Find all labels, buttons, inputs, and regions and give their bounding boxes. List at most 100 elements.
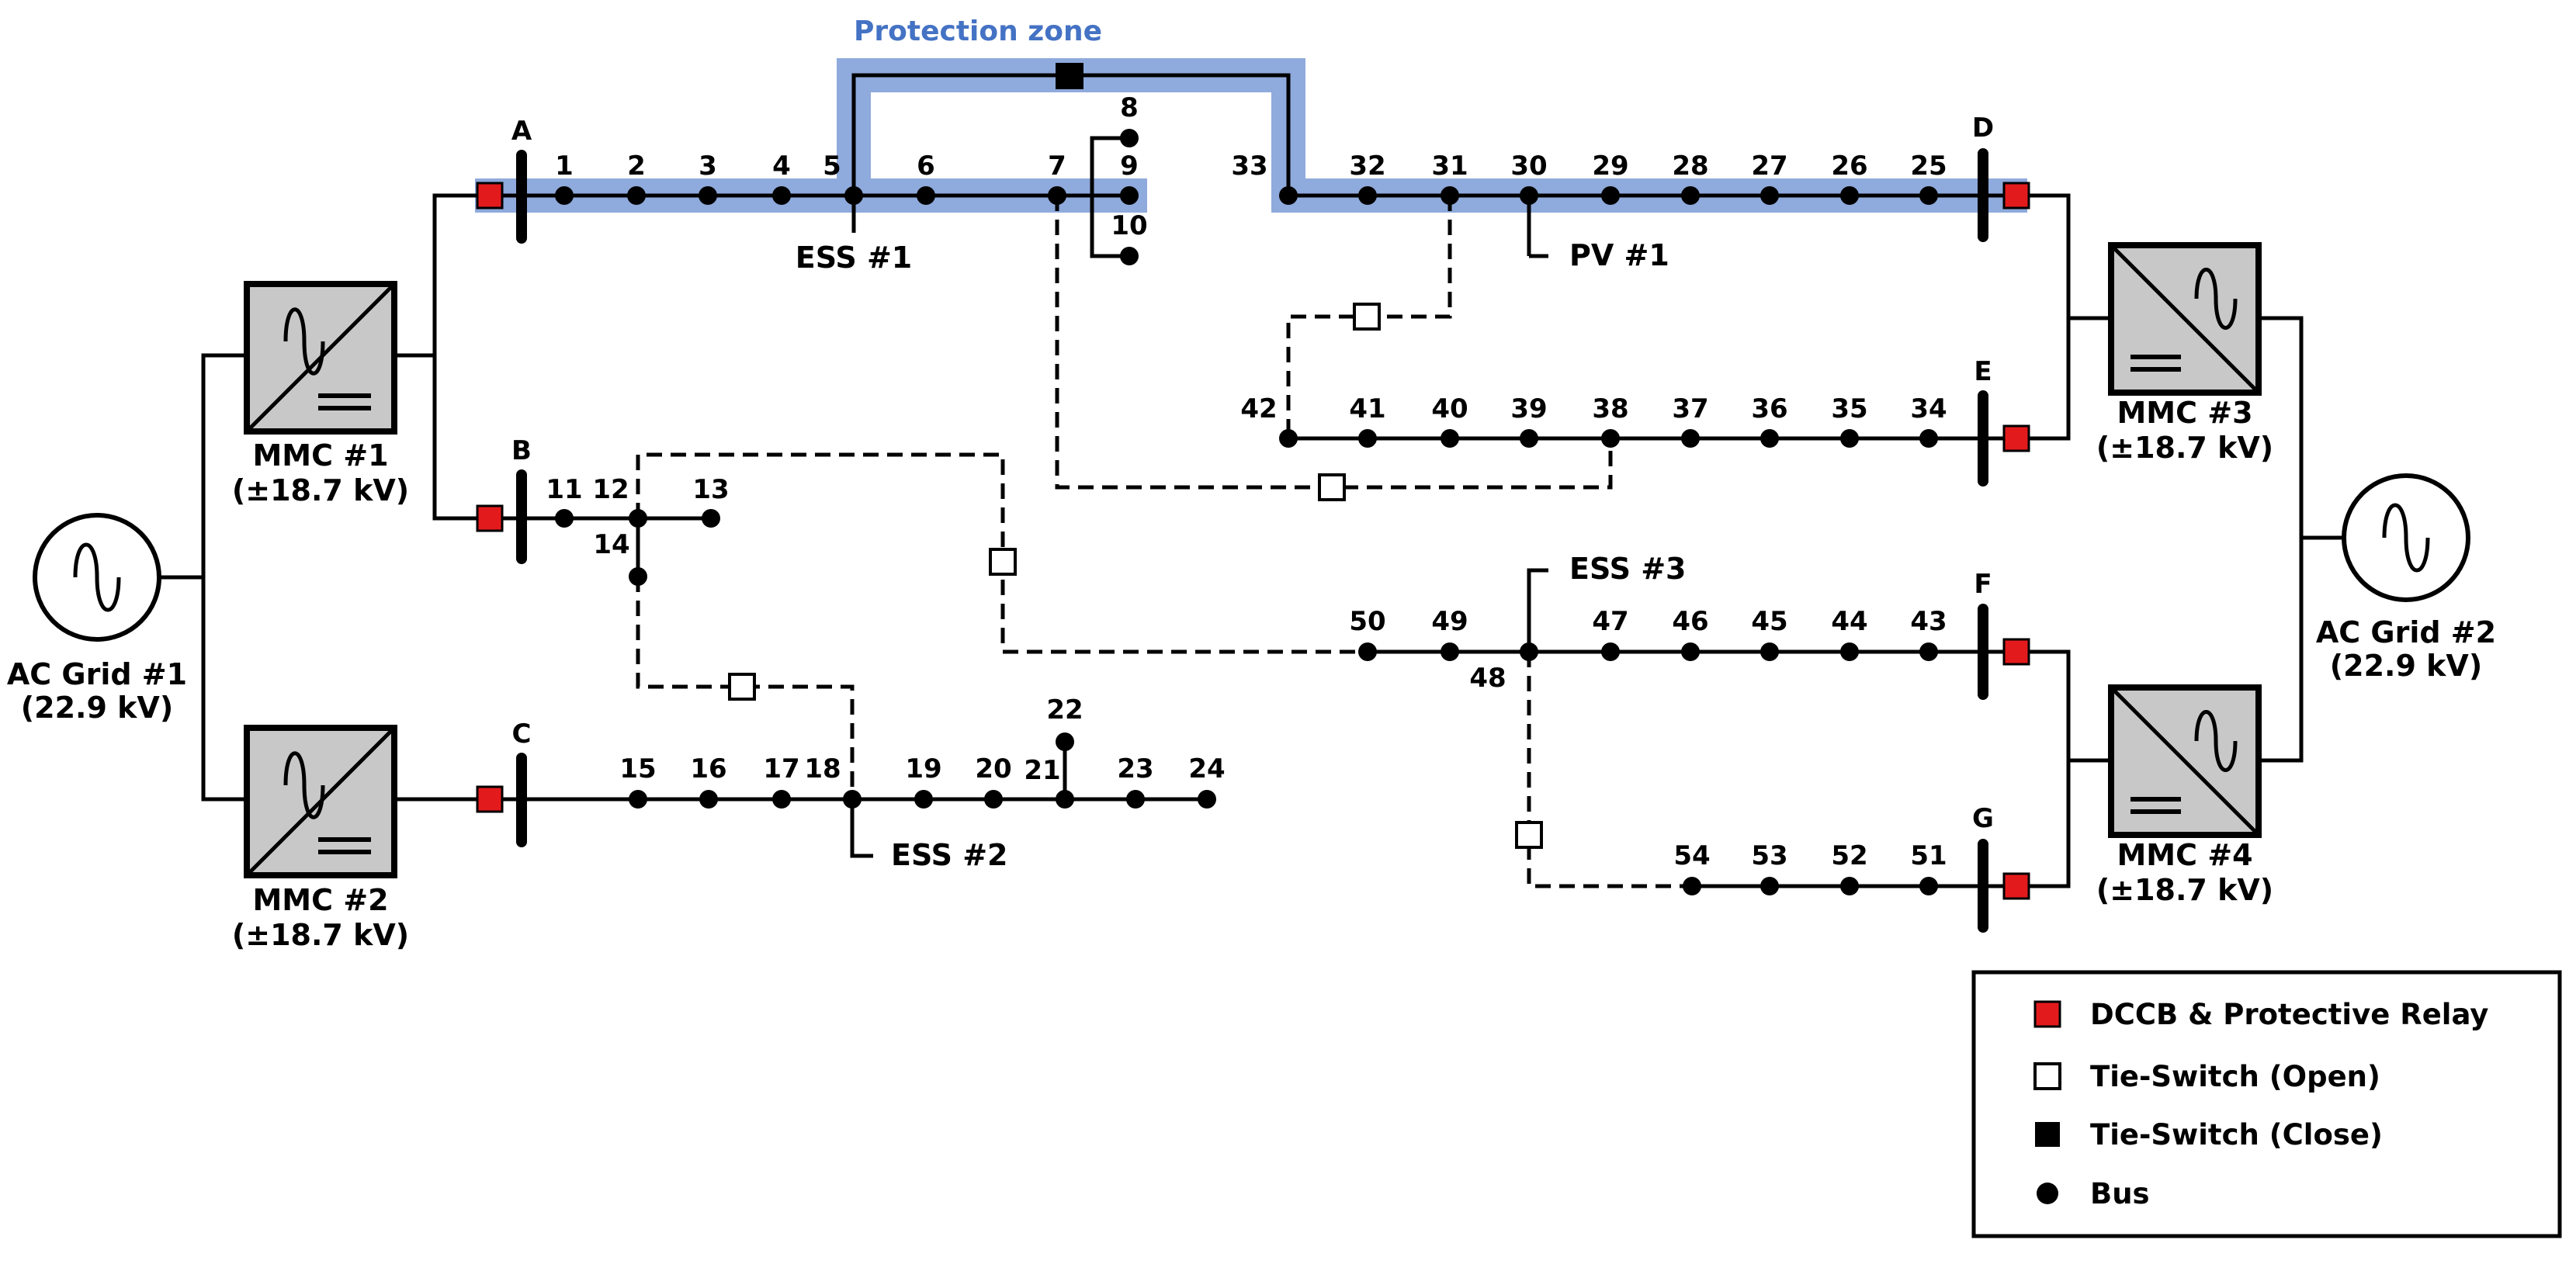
svg-text:10: 10 xyxy=(1111,210,1147,241)
svg-text:39: 39 xyxy=(1510,393,1547,424)
svg-text:16: 16 xyxy=(690,753,726,784)
legend-tie-close: Tie-Switch (Close) xyxy=(2090,1118,2383,1151)
mmc-3-rating: (±18.7 kV) xyxy=(2096,431,2273,465)
mmc-1-name: MMC #1 xyxy=(252,438,388,473)
svg-text:36: 36 xyxy=(1751,393,1787,424)
svg-text:42: 42 xyxy=(1240,393,1277,424)
svg-text:31: 31 xyxy=(1431,151,1468,182)
svg-text:41: 41 xyxy=(1349,393,1385,424)
svg-text:5: 5 xyxy=(823,151,841,182)
svg-text:53: 53 xyxy=(1751,840,1787,871)
ac-grid-2-voltage: (22.9 kV) xyxy=(2330,649,2482,683)
protection-zone-label: Protection zone xyxy=(854,16,1102,47)
svg-text:A: A xyxy=(511,116,532,147)
feeder-labels: A B C D E F G xyxy=(511,113,1994,834)
svg-text:12: 12 xyxy=(592,474,629,505)
tie-switch-open-icon xyxy=(2033,1062,2061,1090)
tie-switch-closed xyxy=(1056,63,1083,89)
mmc-4 xyxy=(2108,684,2262,838)
svg-text:47: 47 xyxy=(1592,606,1628,637)
svg-text:4: 4 xyxy=(772,151,791,182)
svg-text:32: 32 xyxy=(1349,151,1385,182)
svg-text:25: 25 xyxy=(1910,151,1947,182)
dccb-icon xyxy=(2002,182,2030,210)
svg-text:38: 38 xyxy=(1592,393,1628,424)
bus-icon xyxy=(2037,1183,2058,1204)
sine-wave-icon xyxy=(73,542,121,612)
dccbs xyxy=(476,182,2030,900)
mmc-2 xyxy=(244,725,397,878)
legend-box xyxy=(1971,970,2562,1238)
tie-switch-open xyxy=(728,673,756,701)
svg-text:33: 33 xyxy=(1231,151,1267,182)
svg-text:22: 22 xyxy=(1046,694,1083,726)
svg-text:6: 6 xyxy=(917,151,935,182)
svg-text:28: 28 xyxy=(1672,151,1708,182)
svg-text:44: 44 xyxy=(1831,606,1867,637)
dccb-icon xyxy=(2002,638,2030,666)
svg-text:49: 49 xyxy=(1431,606,1468,637)
svg-text:D: D xyxy=(1972,113,1994,144)
tie-switch-open xyxy=(1515,821,1543,849)
svg-text:29: 29 xyxy=(1592,151,1628,182)
ac-grid-1-name: AC Grid #1 xyxy=(7,657,187,691)
svg-text:35: 35 xyxy=(1831,393,1867,424)
svg-text:48: 48 xyxy=(1469,663,1506,694)
legend-tie-open: Tie-Switch (Open) xyxy=(2090,1060,2380,1093)
svg-text:15: 15 xyxy=(619,753,656,784)
svg-text:54: 54 xyxy=(1673,840,1710,871)
svg-text:19: 19 xyxy=(905,753,941,784)
svg-text:52: 52 xyxy=(1831,840,1867,871)
bus-dots xyxy=(555,129,1938,895)
svg-text:20: 20 xyxy=(975,753,1011,784)
ess-1-label: ESS #1 xyxy=(796,241,913,275)
feeder-bus-bars xyxy=(516,148,1988,933)
svg-text:G: G xyxy=(1972,803,1994,834)
ac-grid-2-name: AC Grid #2 xyxy=(2316,615,2496,649)
svg-text:3: 3 xyxy=(699,151,717,182)
dccb-icon xyxy=(2033,1000,2061,1028)
mmc-3 xyxy=(2108,242,2262,396)
ess-2-label: ESS #2 xyxy=(891,838,1008,872)
mmc-1 xyxy=(244,281,397,435)
dccb-icon xyxy=(476,504,504,532)
ac-grid-1 xyxy=(33,513,161,642)
svg-text:46: 46 xyxy=(1672,606,1708,637)
svg-text:34: 34 xyxy=(1910,393,1947,424)
tie-switch-open xyxy=(1353,303,1381,331)
svg-text:21: 21 xyxy=(1024,755,1060,786)
mmc-3-name: MMC #3 xyxy=(2117,396,2252,430)
mmc-2-name: MMC #2 xyxy=(252,883,388,917)
svg-text:F: F xyxy=(1974,569,1992,600)
svg-text:45: 45 xyxy=(1751,606,1787,637)
svg-text:11: 11 xyxy=(546,474,582,505)
svg-text:14: 14 xyxy=(593,529,629,560)
tie-switch-open xyxy=(1318,473,1346,501)
ac-grid-1-voltage: (22.9 kV) xyxy=(21,691,173,725)
svg-text:E: E xyxy=(1974,356,1992,387)
svg-text:40: 40 xyxy=(1431,393,1468,424)
svg-text:23: 23 xyxy=(1117,753,1153,784)
dccb-icon xyxy=(2002,872,2030,900)
svg-text:B: B xyxy=(511,435,532,466)
svg-text:13: 13 xyxy=(692,474,729,505)
svg-text:9: 9 xyxy=(1120,151,1139,182)
ac-grid-2 xyxy=(2342,473,2470,602)
svg-text:8: 8 xyxy=(1120,92,1139,123)
mmc-4-name: MMC #4 xyxy=(2117,838,2252,872)
pv-1-label: PV #1 xyxy=(1569,238,1669,272)
legend-dccb: DCCB & Protective Relay xyxy=(2090,998,2488,1031)
svg-text:51: 51 xyxy=(1910,840,1947,871)
svg-text:7: 7 xyxy=(1048,151,1066,182)
svg-text:C: C xyxy=(512,719,532,750)
tie-switch-closed-icon xyxy=(2035,1122,2060,1147)
mmc-2-rating: (±18.7 kV) xyxy=(232,918,409,952)
dccb-icon xyxy=(476,182,504,210)
svg-text:30: 30 xyxy=(1510,151,1547,182)
svg-text:43: 43 xyxy=(1910,606,1947,637)
mmc-1-rating: (±18.7 kV) xyxy=(232,473,409,507)
svg-text:37: 37 xyxy=(1672,393,1708,424)
mmc-4-rating: (±18.7 kV) xyxy=(2096,873,2273,907)
legend: DCCB & Protective Relay Tie-Switch (Open… xyxy=(1971,970,2562,1238)
legend-bus: Bus xyxy=(2090,1177,2150,1210)
